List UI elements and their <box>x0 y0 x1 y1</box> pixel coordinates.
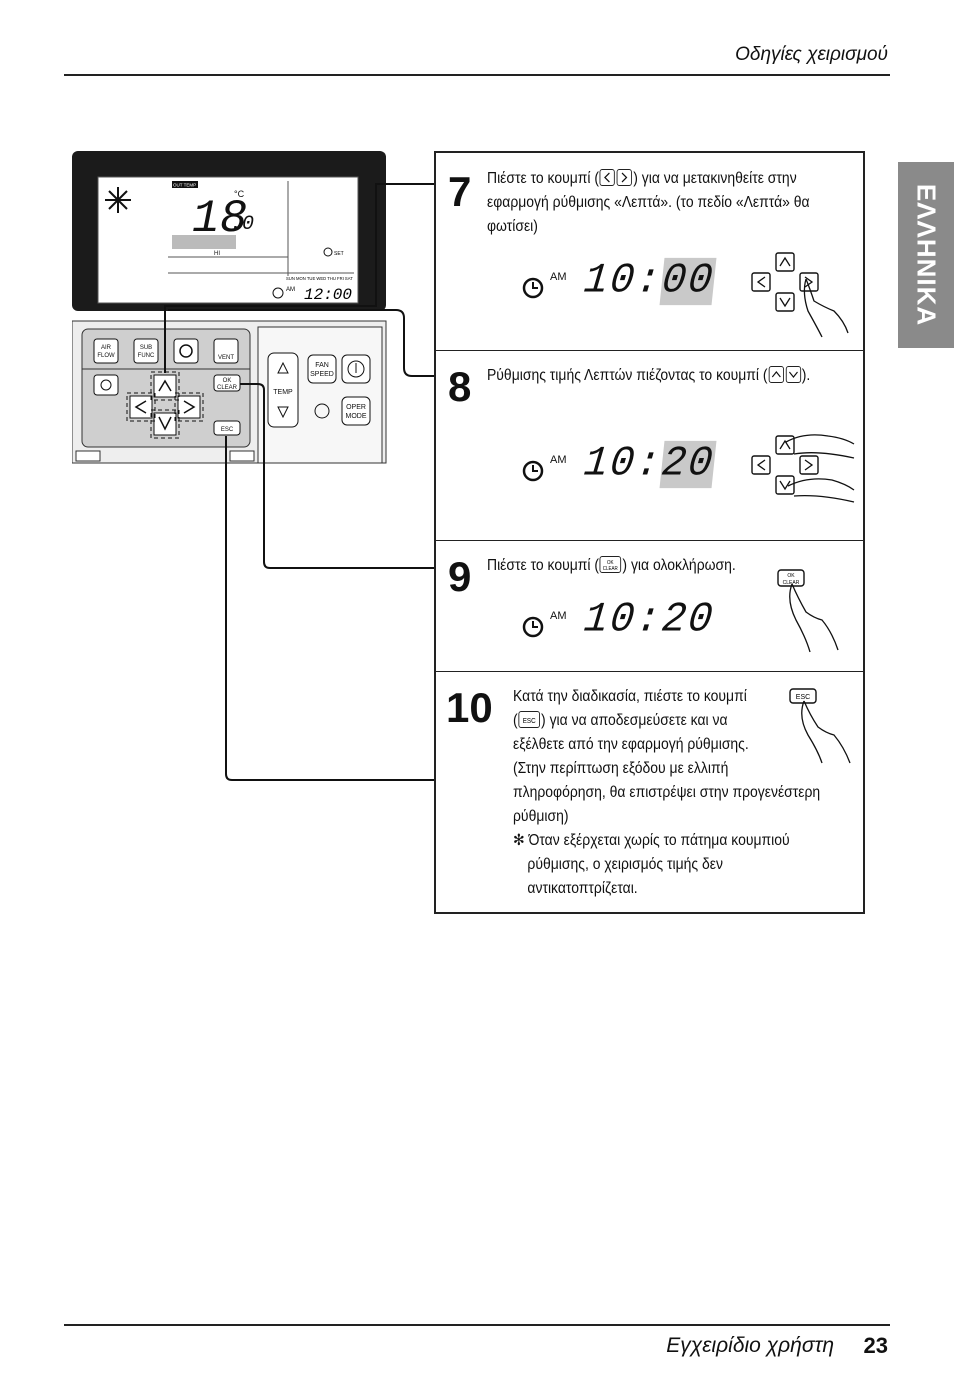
hand-pressing-ok-key-icon: OK CLEAR <box>777 569 839 653</box>
svg-text:OK: OK <box>223 378 232 384</box>
svg-text:OUT TEMP: OUT TEMP <box>173 183 196 188</box>
minutes-highlight: 20 <box>659 440 717 489</box>
step-number: 7 <box>448 168 472 215</box>
step-8: 8 Ρύθμισης τιμής Λεπτών πιέζοντας το κου… <box>436 350 863 541</box>
left-key-icon <box>599 169 616 186</box>
am-label: AM <box>550 454 567 466</box>
svg-text:VENT: VENT <box>218 355 234 361</box>
step-text: Πιέστε το κουμπί () για να μετακινηθείτε… <box>487 169 810 235</box>
step-text: Κατά την διαδικασία, πιέστε το κουμπί (E… <box>513 688 821 897</box>
esc-key-icon: ESC <box>518 711 541 728</box>
time-display: 10:20 <box>581 440 717 489</box>
svg-text:SET: SET <box>334 251 344 257</box>
header-rule <box>64 74 890 76</box>
step-number: 10 <box>446 684 493 731</box>
svg-text:OPER: OPER <box>346 404 366 411</box>
svg-text:CLEAR: CLEAR <box>217 385 238 391</box>
svg-text:SPEED: SPEED <box>310 371 334 378</box>
clock-icon <box>522 277 544 299</box>
svg-text:°C: °C <box>234 189 245 199</box>
time-display: 10:20 <box>581 596 717 645</box>
svg-text:OK: OK <box>787 573 795 579</box>
svg-text:CLEAR: CLEAR <box>603 566 619 572</box>
step-number: 9 <box>448 553 472 600</box>
am-label: AM <box>550 271 567 283</box>
snowflake-icon <box>105 187 131 213</box>
svg-text:AIR: AIR <box>101 345 112 351</box>
svg-text:FAN: FAN <box>315 362 329 369</box>
up-key-icon <box>768 366 784 383</box>
minutes-highlight: 00 <box>659 257 717 306</box>
svg-text:SUN MON TUE WED THU FRI SAT: SUN MON TUE WED THU FRI SAT <box>286 276 353 281</box>
svg-text:FLOW: FLOW <box>97 353 115 359</box>
svg-text:HI: HI <box>214 251 220 257</box>
header-title: Οδηγίες χειρισμού <box>735 44 888 65</box>
clock-icon <box>522 460 544 482</box>
svg-text:ESC: ESC <box>796 694 810 701</box>
clock-icon <box>522 616 544 638</box>
svg-text:TEMP: TEMP <box>273 389 293 396</box>
hand-pressing-right-key-icon <box>751 252 849 338</box>
footer-rule <box>64 1324 890 1326</box>
page-number: 23 <box>863 1333 888 1358</box>
svg-text:ESC: ESC <box>221 427 234 433</box>
svg-text:ESC: ESC <box>523 718 536 725</box>
svg-text:CLEAR: CLEAR <box>783 580 800 586</box>
svg-text:SUB: SUB <box>140 345 152 351</box>
svg-text:AM: AM <box>286 287 295 293</box>
down-key-icon <box>785 366 801 383</box>
am-label: AM <box>550 610 567 622</box>
step-text: Ρύθμισης τιμής Λεπτών πιέζοντας το κουμπ… <box>487 366 811 384</box>
footer-title: Εγχειρίδιο χρήστη <box>666 1334 834 1357</box>
hand-pressing-esc-key-icon: ESC <box>789 688 851 764</box>
svg-text:MODE: MODE <box>346 413 367 420</box>
remote-controller-illustration: OUT TEMP OUT TEMP 18 .0 °C HI SET SUN MO… <box>72 151 387 464</box>
right-key-icon <box>617 169 633 186</box>
step-10: 10 Κατά την διαδικασία, πιέστε το κουμπί… <box>436 671 863 916</box>
steps-panel: 7 Πιέστε το κουμπί () για να μετακινηθεί… <box>434 151 865 914</box>
svg-text:OK: OK <box>607 560 614 566</box>
step-number: 8 <box>448 363 472 410</box>
svg-text:12:00: 12:00 <box>304 286 352 304</box>
svg-text:.0: .0 <box>230 213 254 236</box>
svg-text:FUNC: FUNC <box>138 353 155 359</box>
time-display: 10:00 <box>581 257 717 306</box>
hands-pressing-up-down-keys-icon <box>751 434 855 503</box>
language-tab: ΕΛΛΗΝΙΚΑ <box>898 162 954 348</box>
step-7: 7 Πιέστε το κουμπί () για να μετακινηθεί… <box>436 153 863 351</box>
